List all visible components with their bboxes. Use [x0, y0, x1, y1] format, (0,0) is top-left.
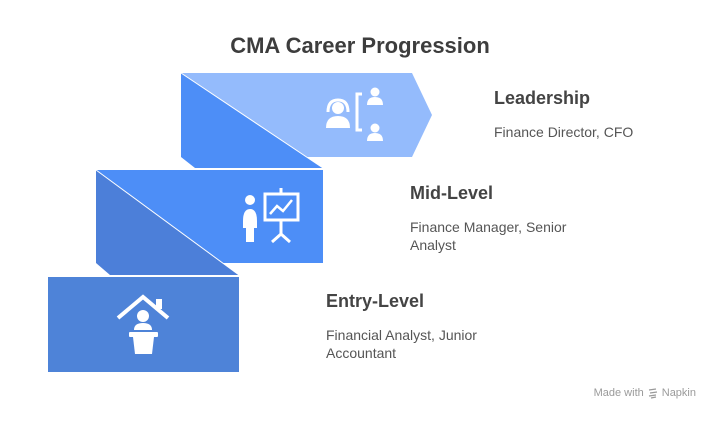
footer-text: Made with	[593, 387, 644, 399]
entry-level-description-line2: Accountant	[326, 345, 397, 361]
mid-level-label: Mid-Level Finance Manager, Senior Analys…	[410, 183, 566, 254]
napkin-logo-icon	[648, 387, 657, 399]
mid-level-description-line1: Finance Manager, Senior	[410, 219, 567, 235]
entry-level-description: Financial Analyst, Junior Accountant	[326, 326, 477, 362]
leadership-label: Leadership Finance Director, CFO	[494, 88, 633, 141]
mid-level-description-line2: Analyst	[410, 237, 456, 253]
leadership-title: Leadership	[494, 88, 591, 108]
entry-level-title: Entry-Level	[326, 291, 425, 311]
diagram-title: CMA Career Progression	[230, 33, 490, 58]
made-with-napkin-footer[interactable]: Made with Napkin	[594, 387, 696, 399]
presenter-chart-icon	[243, 188, 300, 244]
entry-level-label: Entry-Level Financial Analyst, Junior Ac…	[326, 291, 477, 362]
mid-level-description: Finance Manager, Senior Analyst	[410, 218, 566, 254]
entry-level-description-line1: Financial Analyst, Junior	[326, 327, 477, 343]
step-leadership	[180, 72, 432, 169]
person-podium-house-icon	[116, 294, 170, 354]
footer-brand: Napkin	[661, 387, 696, 399]
organization-hierarchy-icon	[326, 87, 383, 141]
mid-level-title: Mid-Level	[410, 183, 494, 203]
leadership-description: Finance Director, CFO	[494, 124, 634, 140]
step-mid-level	[95, 169, 323, 276]
